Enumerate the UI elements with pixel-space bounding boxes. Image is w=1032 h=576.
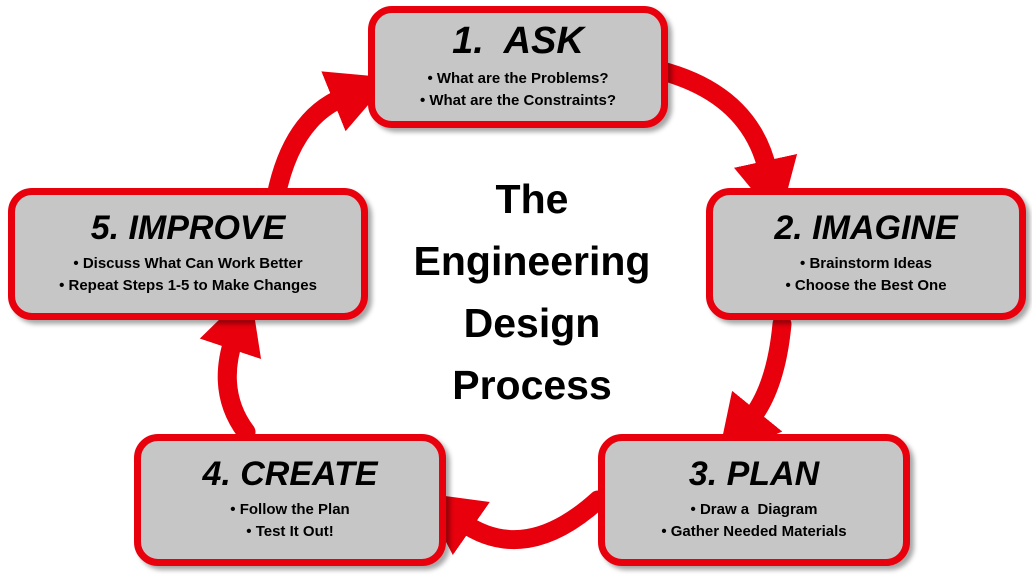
step-title-ask: 1. ASK: [452, 20, 584, 63]
step-box-create: 4. CREATE Follow the Plan Test It Out!: [134, 434, 446, 566]
step-title-imagine: 2. IMAGINE: [774, 209, 958, 248]
step-box-ask: 1. ASK What are the Problems? What are t…: [368, 6, 668, 128]
diagram-title-line: Engineering: [413, 238, 651, 284]
diagram-title-line: Design: [463, 300, 601, 346]
step-box-imagine: 2. IMAGINE Brainstorm Ideas Choose the B…: [706, 188, 1026, 320]
step-bullet: Follow the Plan: [230, 499, 350, 521]
arrow-imagine-to-plan-icon: [717, 314, 792, 460]
step-bullet: Repeat Steps 1-5 to Make Changes: [59, 275, 317, 297]
diagram-title-line: Process: [452, 362, 612, 408]
step-bullet: Gather Needed Materials: [661, 521, 847, 543]
arrow-improve-to-ask-icon: [266, 71, 392, 206]
step-title-improve: 5. IMPROVE: [90, 209, 286, 248]
step-bullet: What are the Constraints?: [420, 90, 616, 112]
step-box-plan: 3. PLAN Draw a Diagram Gather Needed Mat…: [598, 434, 910, 566]
diagram-title: The Engineering Design Process: [372, 168, 692, 416]
step-title-plan: 3. PLAN: [688, 455, 820, 494]
arrow-ask-to-imagine-icon: [640, 58, 798, 223]
arrow-create-to-improve-icon: [199, 289, 262, 442]
step-bullet: Draw a Diagram: [691, 499, 818, 521]
step-bullet: Choose the Best One: [785, 275, 947, 297]
step-box-improve: 5. IMPROVE Discuss What Can Work Better …: [8, 188, 368, 320]
step-bullet: Test It Out!: [246, 521, 334, 543]
step-bullet: Brainstorm Ideas: [800, 253, 932, 275]
arrow-plan-to-create-icon: [419, 490, 608, 556]
diagram-title-line: The: [495, 176, 569, 222]
step-bullet: Discuss What Can Work Better: [73, 253, 303, 275]
step-title-create: 4. CREATE: [202, 455, 378, 494]
step-bullet: What are the Problems?: [427, 68, 609, 90]
